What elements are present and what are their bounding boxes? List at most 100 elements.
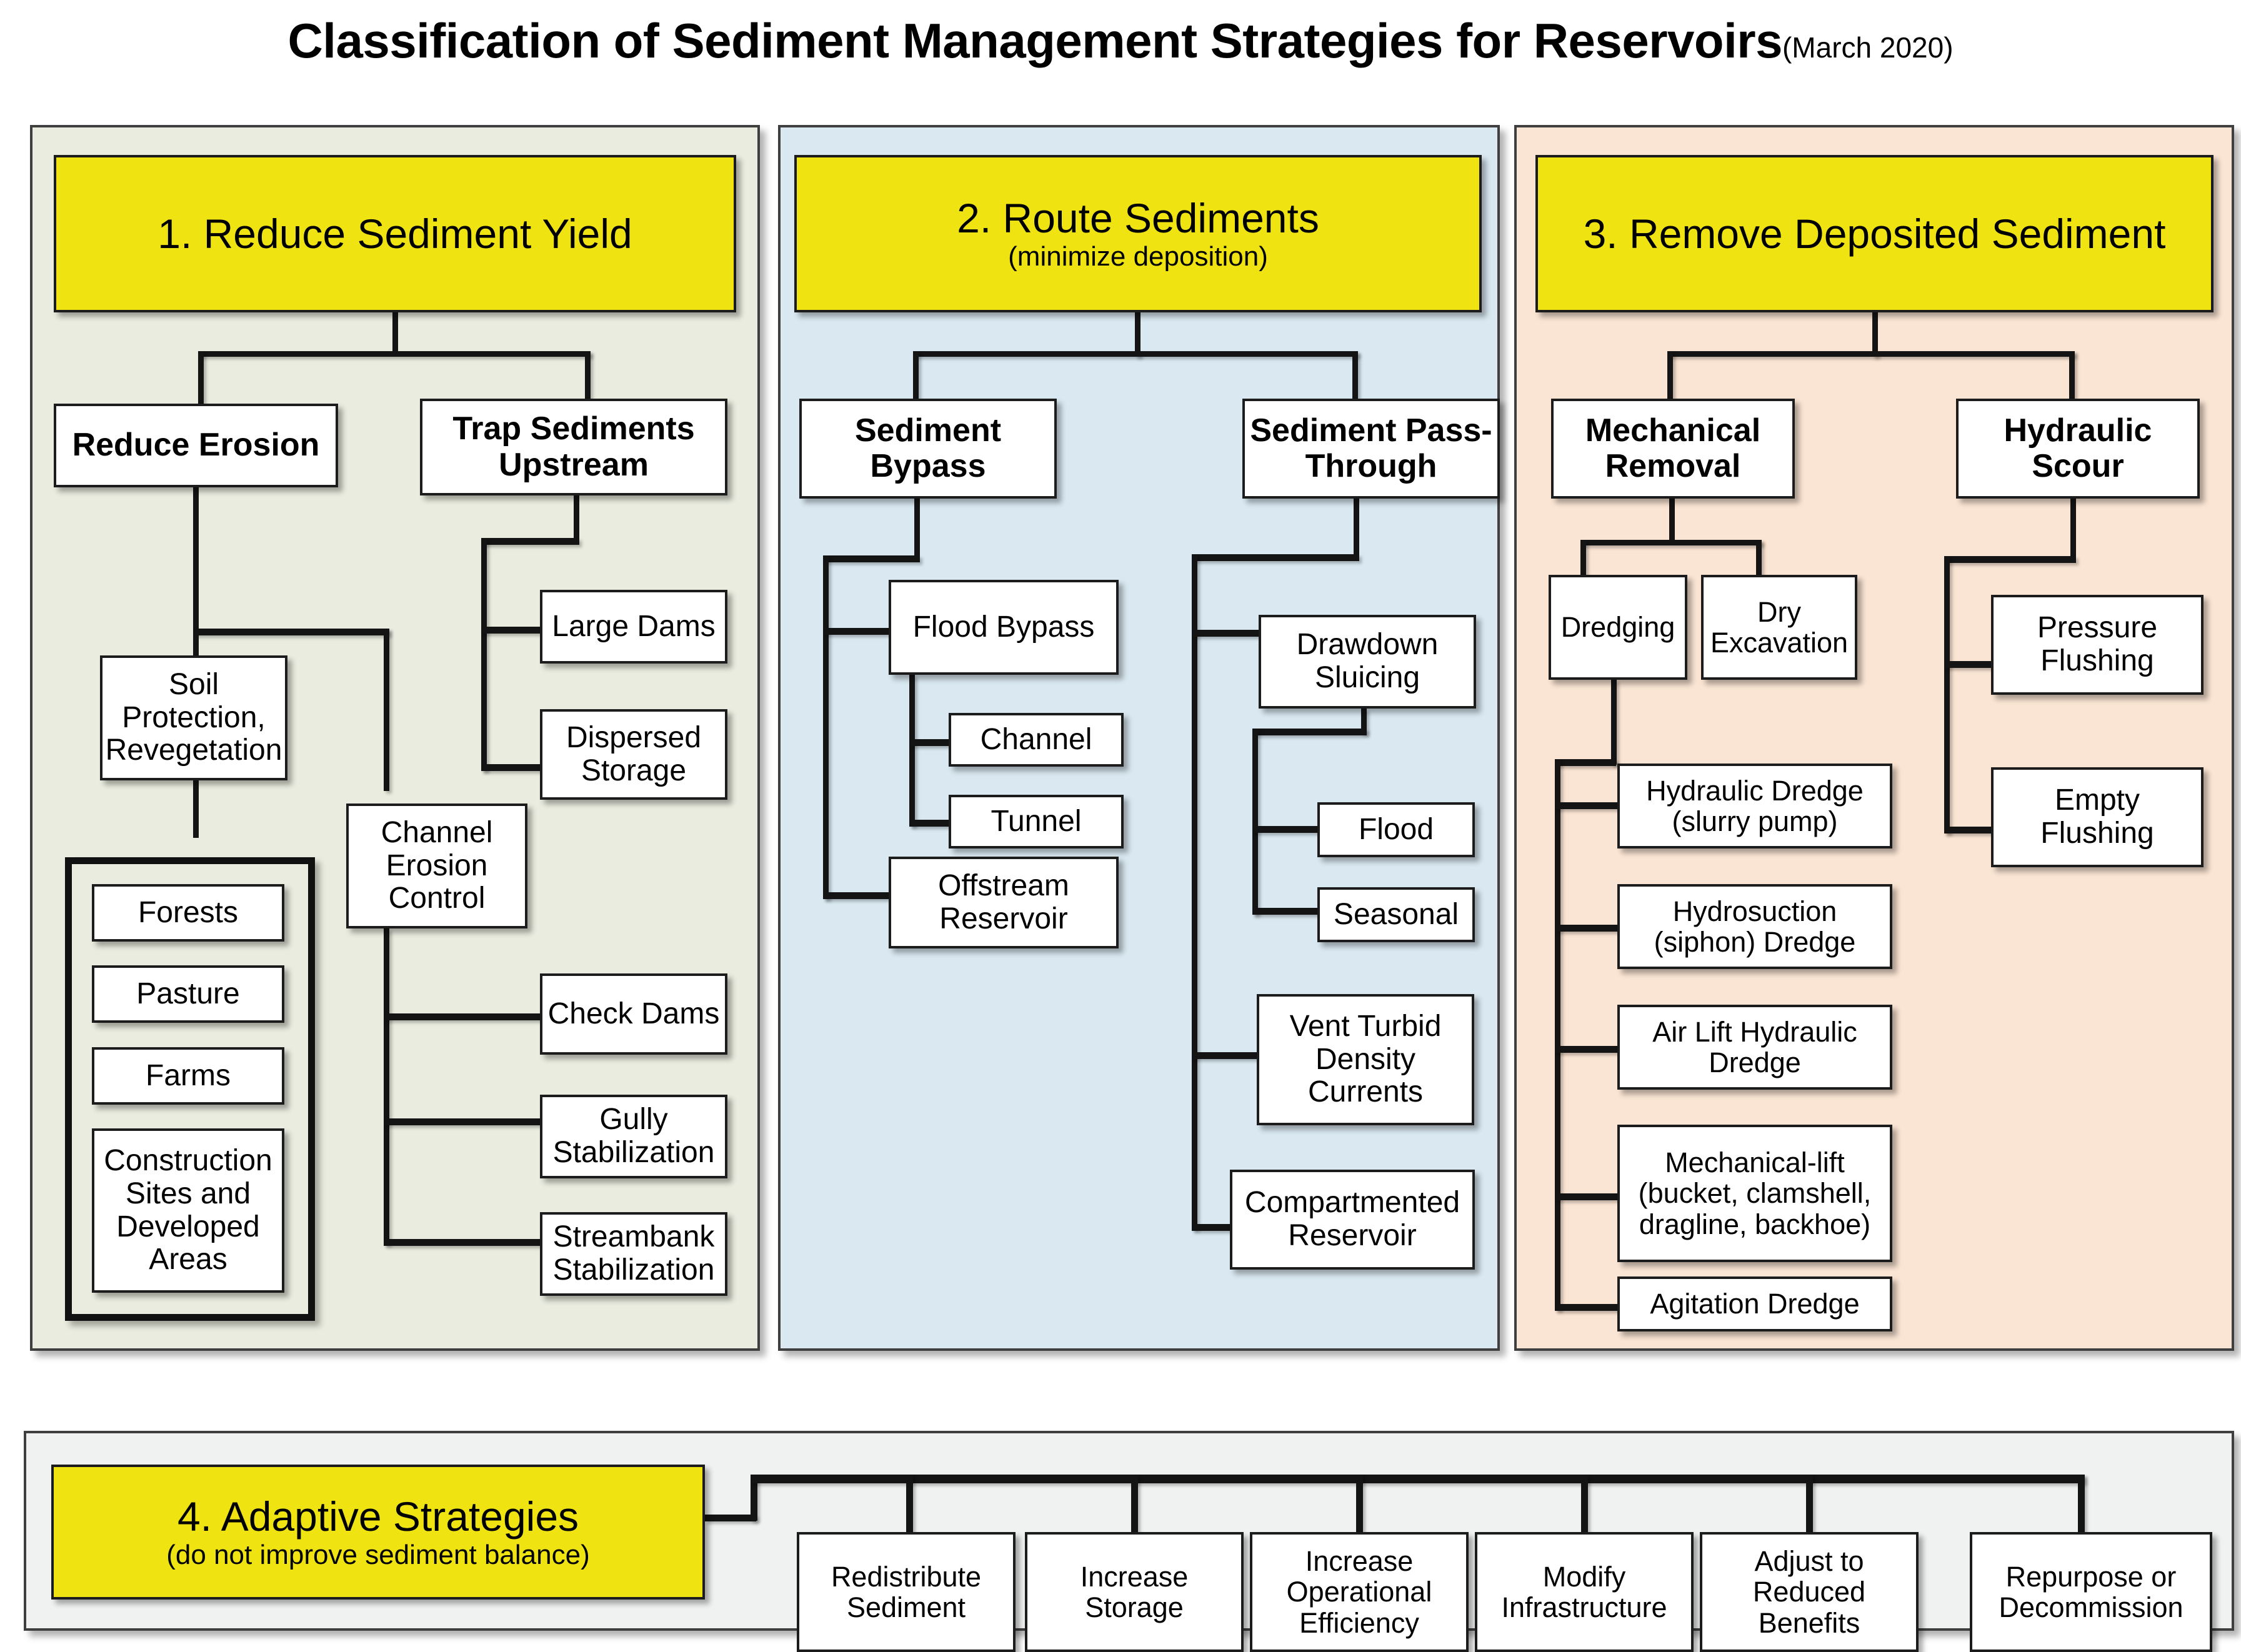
connector bbox=[1611, 680, 1617, 765]
connector bbox=[909, 739, 953, 746]
box-large-dams[interactable]: Large Dams bbox=[540, 590, 727, 664]
box-air-lift-hydraulic-dredge[interactable]: Air Lift Hydraulic Dredge bbox=[1617, 1005, 1892, 1090]
box-farms[interactable]: Farms bbox=[92, 1047, 284, 1105]
connector bbox=[2070, 499, 2076, 561]
connector bbox=[1135, 351, 1358, 357]
box-gully-stabilization-label: Gully Stabilization bbox=[552, 1103, 715, 1169]
box-dispersed-storage[interactable]: Dispersed Storage bbox=[540, 709, 727, 800]
page-title: Classification of Sediment Management St… bbox=[0, 12, 2241, 69]
connector bbox=[1944, 556, 1950, 833]
connector bbox=[1192, 1224, 1262, 1231]
connector bbox=[1872, 312, 1878, 354]
connector bbox=[1354, 499, 1359, 559]
box-construction-sites[interactable]: Construction Sites and Developed Areas bbox=[92, 1128, 284, 1293]
connector bbox=[823, 555, 829, 899]
box-hydraulic-dredge[interactable]: Hydraulic Dredge (slurry pump) bbox=[1617, 764, 1892, 848]
box-mechanical-lift-label: Mechanical-lift (bucket, clamshell, drag… bbox=[1638, 1146, 1872, 1240]
connector bbox=[1806, 1475, 1813, 1536]
connector bbox=[1872, 351, 2075, 357]
box-drawdown-sluicing[interactable]: Drawdown Sluicing bbox=[1259, 615, 1476, 709]
box-compartmented-reservoir[interactable]: Compartmented Reservoir bbox=[1230, 1170, 1475, 1270]
box-pasture-label: Pasture bbox=[136, 977, 240, 1010]
box-hydrosuction-dredge[interactable]: Hydrosuction (siphon) Dredge bbox=[1617, 884, 1892, 969]
box-dry-excavation[interactable]: Dry Excavation bbox=[1701, 575, 1857, 680]
box-vent-turbid-density-currents[interactable]: Vent Turbid Density Currents bbox=[1257, 994, 1474, 1125]
connector bbox=[1944, 827, 2013, 833]
box-offstream-reservoir[interactable]: Offstream Reservoir bbox=[889, 857, 1119, 948]
box-soil-protection-revegetation-label: Soil Protection, Revegetation bbox=[105, 667, 282, 767]
header-route-sediments[interactable]: 2. Route Sediments (minimize deposition) bbox=[794, 155, 1482, 312]
box-check-dams[interactable]: Check Dams bbox=[540, 973, 727, 1055]
connector bbox=[2078, 1475, 2085, 1536]
box-seasonal[interactable]: Seasonal bbox=[1317, 887, 1475, 942]
box-hydraulic-scour[interactable]: Hydraulic Scour bbox=[1956, 399, 2200, 499]
connector bbox=[1252, 729, 1258, 915]
connector bbox=[1135, 312, 1140, 354]
box-empty-flushing[interactable]: Empty Flushing bbox=[1991, 767, 2204, 867]
box-agitation-dredge[interactable]: Agitation Dredge bbox=[1617, 1276, 1892, 1331]
box-increase-storage[interactable]: Increase Storage bbox=[1025, 1532, 1244, 1652]
connector bbox=[585, 351, 591, 405]
box-trap-sediments-upstream-label: Trap Sediments Upstream bbox=[452, 411, 695, 483]
connector bbox=[906, 1475, 913, 1536]
connector bbox=[1192, 554, 1197, 1230]
header-reduce-sediment-yield[interactable]: 1. Reduce Sediment Yield bbox=[54, 155, 736, 312]
connector bbox=[193, 487, 199, 631]
box-tunnel[interactable]: Tunnel bbox=[949, 795, 1124, 848]
box-adjust-to-reduced-benefits-label: Adjust to Reduced Benefits bbox=[1752, 1545, 1866, 1639]
box-repurpose-or-decommission[interactable]: Repurpose or Decommission bbox=[1970, 1532, 2212, 1652]
box-large-dams-label: Large Dams bbox=[552, 609, 716, 643]
box-forests[interactable]: Forests bbox=[92, 884, 284, 942]
box-dry-excavation-label: Dry Excavation bbox=[1710, 595, 1849, 659]
box-increase-operational-efficiency[interactable]: Increase Operational Efficiency bbox=[1250, 1532, 1469, 1652]
header-remove-deposited-sediment[interactable]: 3. Remove Deposited Sediment bbox=[1535, 155, 2214, 312]
box-modify-infrastructure[interactable]: Modify Infrastructure bbox=[1475, 1532, 1694, 1652]
connector bbox=[193, 629, 389, 635]
connector bbox=[1667, 351, 1673, 405]
header-adaptive-strategies-label: 4. Adaptive Strategies bbox=[177, 1493, 579, 1540]
box-adjust-to-reduced-benefits[interactable]: Adjust to Reduced Benefits bbox=[1700, 1532, 1919, 1652]
connector bbox=[1944, 661, 2013, 668]
box-mechanical-lift[interactable]: Mechanical-lift (bucket, clamshell, drag… bbox=[1617, 1125, 1892, 1262]
header-adaptive-strategies-sublabel: (do not improve sediment balance) bbox=[166, 1540, 590, 1571]
box-sediment-pass-through[interactable]: Sediment Pass-Through bbox=[1242, 399, 1500, 499]
box-channel-erosion-control[interactable]: Channel Erosion Control bbox=[346, 804, 527, 928]
box-dredging-label: Dredging bbox=[1560, 611, 1675, 644]
connector bbox=[1192, 554, 1359, 561]
box-farms-label: Farms bbox=[146, 1058, 231, 1092]
box-redistribute-sediment[interactable]: Redistribute Sediment bbox=[797, 1532, 1016, 1652]
box-trap-sediments-upstream[interactable]: Trap Sediments Upstream bbox=[420, 399, 727, 495]
box-flood[interactable]: Flood bbox=[1317, 802, 1475, 857]
box-streambank-stabilization[interactable]: Streambank Stabilization bbox=[540, 1212, 727, 1296]
box-check-dams-label: Check Dams bbox=[547, 997, 720, 1030]
connector bbox=[481, 538, 487, 771]
box-modify-infrastructure-label: Modify Infrastructure bbox=[1501, 1560, 1667, 1623]
box-dredging[interactable]: Dredging bbox=[1549, 575, 1687, 680]
title-date-text: (March 2020) bbox=[1782, 31, 1954, 64]
box-hydraulic-dredge-label: Hydraulic Dredge (slurry pump) bbox=[1646, 774, 1864, 837]
box-pressure-flushing[interactable]: Pressure Flushing bbox=[1991, 595, 2204, 695]
box-flood-bypass[interactable]: Flood Bypass bbox=[889, 580, 1119, 675]
header-adaptive-strategies[interactable]: 4. Adaptive Strategies (do not improve s… bbox=[51, 1465, 705, 1600]
connector bbox=[705, 1515, 756, 1521]
box-sediment-bypass-label: Sediment Bypass bbox=[854, 412, 1002, 484]
box-sediment-bypass[interactable]: Sediment Bypass bbox=[799, 399, 1057, 499]
box-channel[interactable]: Channel bbox=[949, 713, 1124, 767]
connector bbox=[1580, 540, 1586, 579]
box-mechanical-removal[interactable]: Mechanical Removal bbox=[1551, 399, 1795, 499]
group-land-use-boxes bbox=[65, 857, 315, 1321]
box-pasture[interactable]: Pasture bbox=[92, 965, 284, 1023]
box-soil-protection-revegetation[interactable]: Soil Protection, Revegetation bbox=[100, 655, 287, 780]
connector bbox=[1756, 540, 1762, 579]
box-increase-storage-label: Increase Storage bbox=[1080, 1560, 1189, 1623]
connector bbox=[1555, 1193, 1624, 1200]
connector bbox=[198, 351, 204, 405]
box-gully-stabilization[interactable]: Gully Stabilization bbox=[540, 1095, 727, 1178]
box-reduce-erosion[interactable]: Reduce Erosion bbox=[54, 404, 338, 487]
box-sediment-pass-through-label: Sediment Pass-Through bbox=[1250, 412, 1492, 484]
connector bbox=[1352, 351, 1358, 405]
connector bbox=[1669, 499, 1675, 542]
box-channel-label: Channel bbox=[980, 722, 1092, 756]
box-forests-label: Forests bbox=[137, 895, 239, 929]
connector bbox=[384, 1118, 544, 1125]
